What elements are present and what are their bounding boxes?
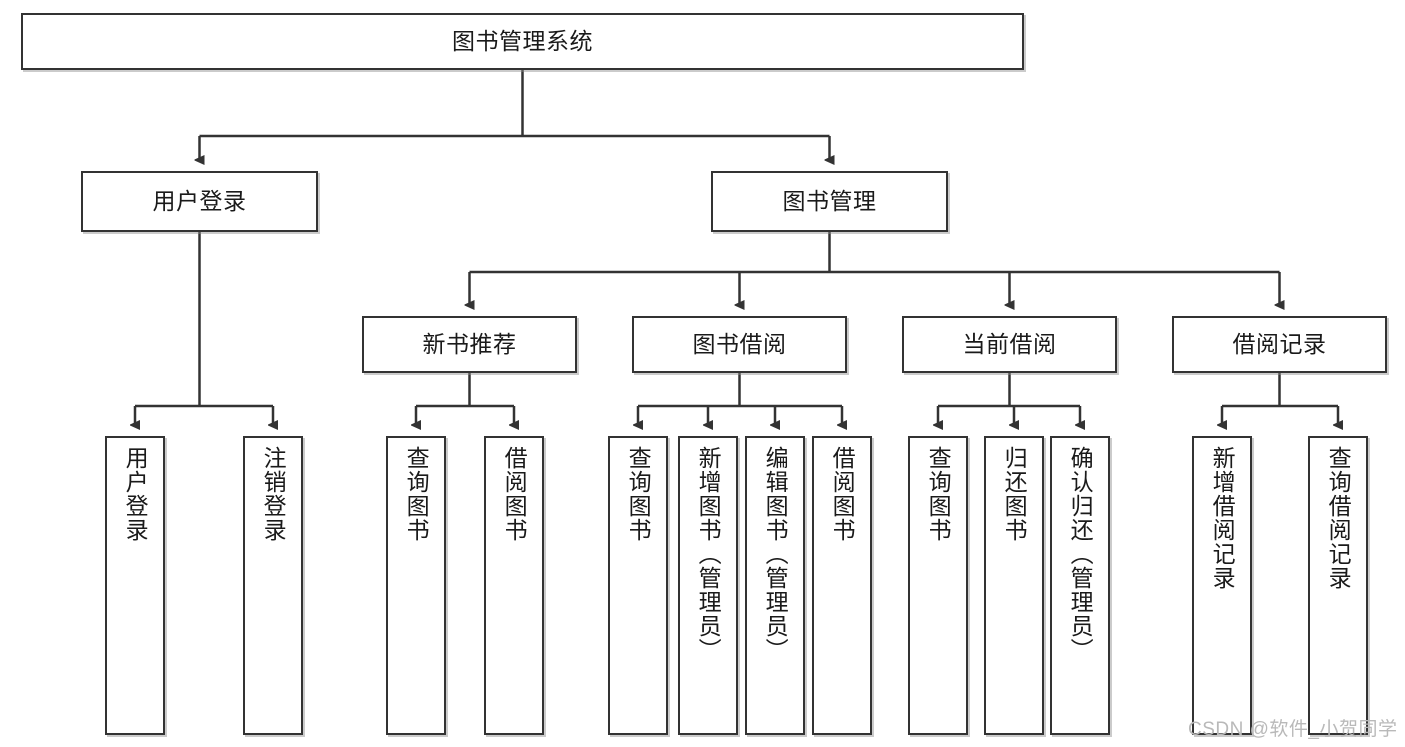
node-label: 查询图书 (925, 446, 952, 542)
node-label: 查询借阅记录 (1325, 446, 1352, 590)
node-leaf_query_2[interactable]: 查询图书 (608, 436, 668, 735)
node-current_borrow[interactable]: 当前借阅 (902, 316, 1117, 373)
node-book_manage[interactable]: 图书管理 (711, 171, 948, 232)
node-label: 注销登录 (260, 446, 287, 542)
node-label: 当前借阅 (962, 330, 1057, 357)
node-label: 图书管理系统 (452, 27, 593, 54)
node-label: 借阅图书 (501, 446, 528, 542)
node-label: 用户登录 (152, 187, 247, 214)
node-leaf_query_1[interactable]: 查询图书 (386, 436, 446, 735)
node-label: 图书借阅 (692, 330, 787, 357)
node-label: 确认归还（管理员） (1067, 446, 1094, 662)
node-label: 借阅记录 (1232, 330, 1327, 357)
node-leaf_borrow_2[interactable]: 借阅图书 (812, 436, 872, 735)
node-leaf_return[interactable]: 归还图书 (984, 436, 1044, 735)
node-label: 用户登录 (122, 446, 149, 542)
node-label: 编辑图书（管理员） (762, 446, 789, 662)
node-leaf_query_rec[interactable]: 查询借阅记录 (1308, 436, 1368, 735)
node-leaf_edit_book[interactable]: 编辑图书（管理员） (745, 436, 805, 735)
node-root[interactable]: 图书管理系统 (21, 13, 1024, 70)
node-leaf_borrow_1[interactable]: 借阅图书 (484, 436, 544, 735)
node-leaf_logout[interactable]: 注销登录 (243, 436, 303, 735)
node-label: 新增图书（管理员） (695, 446, 722, 662)
node-label: 归还图书 (1001, 446, 1028, 542)
node-label: 新增借阅记录 (1209, 446, 1236, 590)
node-leaf_user_login[interactable]: 用户登录 (105, 436, 165, 735)
node-leaf_confirm[interactable]: 确认归还（管理员） (1050, 436, 1110, 735)
node-label: 查询图书 (403, 446, 430, 542)
csdn-watermark: CSDN @软件_小贺同学 (1188, 719, 1398, 740)
node-leaf_query_3[interactable]: 查询图书 (908, 436, 968, 735)
node-borrow_record[interactable]: 借阅记录 (1172, 316, 1387, 373)
node-book_borrow[interactable]: 图书借阅 (632, 316, 847, 373)
node-new_book_rec[interactable]: 新书推荐 (362, 316, 577, 373)
node-label: 借阅图书 (829, 446, 856, 542)
node-user_login[interactable]: 用户登录 (81, 171, 318, 232)
node-label: 图书管理 (782, 187, 877, 214)
node-label: 查询图书 (625, 446, 652, 542)
node-leaf_add_book[interactable]: 新增图书（管理员） (678, 436, 738, 735)
node-label: 新书推荐 (422, 330, 517, 357)
node-leaf_add_rec[interactable]: 新增借阅记录 (1192, 436, 1252, 735)
